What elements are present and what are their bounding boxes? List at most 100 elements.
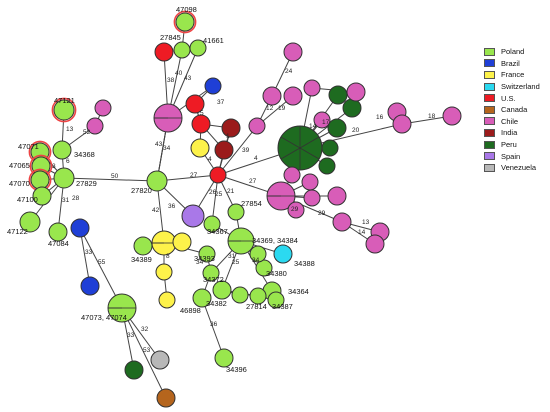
node-n34387[interactable] — [267, 291, 285, 309]
node-nPeru[interactable] — [277, 125, 323, 171]
node-nF1[interactable] — [190, 138, 210, 158]
node-nB1[interactable] — [204, 77, 222, 95]
node-nChR2[interactable] — [262, 86, 282, 106]
node-n34382[interactable] — [231, 286, 249, 304]
node-n27845[interactable] — [154, 42, 174, 62]
node-nSp[interactable] — [181, 204, 205, 228]
node-nChR1[interactable] — [283, 42, 303, 62]
node-n34388[interactable] — [273, 244, 293, 264]
node-nChM3[interactable] — [327, 186, 347, 206]
node-n27820[interactable] — [146, 170, 168, 192]
node-nUS1[interactable] — [209, 166, 227, 184]
node-n47122[interactable] — [19, 211, 41, 233]
edge-weight-label: 39 — [242, 147, 250, 154]
node-label: 47098 — [176, 5, 197, 14]
node-nPe2[interactable] — [342, 98, 362, 118]
edge-weight-label: 5 — [200, 110, 204, 117]
node-nP3[interactable] — [212, 280, 232, 300]
node-nChR5[interactable] — [303, 79, 321, 97]
node-nPer1[interactable] — [124, 360, 144, 380]
node-nChR6[interactable] — [313, 111, 331, 129]
edge-weight-label: 28 — [72, 195, 80, 202]
node-nPe5[interactable] — [318, 157, 336, 175]
node-nChM4[interactable] — [303, 189, 321, 207]
node-nChM6[interactable] — [332, 212, 352, 232]
node-nVen[interactable] — [150, 350, 170, 370]
node-n46898[interactable] — [192, 288, 212, 308]
legend-swatch — [484, 105, 495, 114]
node-nCh1[interactable] — [153, 103, 183, 133]
node-n34393[interactable] — [198, 245, 216, 263]
edge-weight-label: 8 — [166, 253, 170, 260]
edge-weight-label: 31 — [228, 253, 236, 260]
node-nCan[interactable] — [156, 388, 176, 408]
node-n4707x[interactable] — [107, 293, 137, 323]
edge-weight-label: 18 — [428, 113, 436, 120]
node-nF3[interactable] — [172, 232, 192, 252]
node-n34372[interactable] — [202, 264, 220, 282]
node-nChR7[interactable] — [346, 82, 366, 102]
node-nChB[interactable] — [86, 117, 104, 135]
node-n47084[interactable] — [48, 222, 68, 242]
node-n47121[interactable] — [51, 97, 77, 123]
node-n27814[interactable] — [249, 287, 267, 305]
edge-weight-label: 40 — [175, 70, 183, 77]
edge-nUS1-nChR4 — [217, 125, 258, 176]
node-nF4[interactable] — [155, 263, 173, 281]
node-n47098[interactable] — [173, 10, 197, 34]
legend-swatch — [484, 128, 495, 137]
node-nChA[interactable] — [94, 99, 112, 117]
edge-weight-label: 34 — [196, 259, 204, 266]
node-nChM1[interactable] — [283, 166, 301, 184]
node-nChR3[interactable] — [283, 86, 303, 106]
edge-weight-label: 29 — [318, 210, 326, 217]
node-nChM5[interactable] — [287, 201, 305, 219]
node-nI1[interactable] — [221, 118, 241, 138]
edge-weight-label: 36 — [168, 203, 176, 210]
node-nChM8[interactable] — [365, 234, 385, 254]
node-nChR9[interactable] — [392, 114, 412, 134]
node-nChM2[interactable] — [301, 173, 319, 191]
edge-weight-label: 29 — [291, 206, 299, 213]
node-label: 27814 — [246, 302, 267, 311]
node-n34396[interactable] — [214, 348, 234, 368]
node-nUS3[interactable] — [191, 114, 211, 134]
edge-weight-label: 33 — [85, 249, 93, 256]
edge-weight-label: 37 — [217, 99, 225, 106]
node-n34367[interactable] — [203, 215, 221, 233]
node-nP1[interactable] — [173, 41, 191, 59]
node-label: 47070 — [9, 179, 30, 188]
node-label: 34364 — [288, 287, 309, 296]
node-nPe1[interactable] — [328, 85, 348, 105]
node-n3436x[interactable] — [227, 227, 255, 255]
legend-item-brazil: Brazil — [484, 58, 548, 70]
node-nP2[interactable] — [249, 245, 267, 263]
node-nF2[interactable] — [151, 230, 177, 256]
node-n34368[interactable] — [52, 140, 72, 160]
node-n47100[interactable] — [32, 186, 52, 206]
node-n27829[interactable] — [53, 167, 75, 189]
edge-n46898-n34396 — [201, 297, 225, 359]
node-nB2[interactable] — [70, 218, 90, 238]
edge-weight-label: 52 — [83, 129, 91, 136]
node-nChM[interactable] — [266, 181, 296, 211]
node-n41661[interactable] — [189, 39, 207, 57]
edge-weight-label: 24 — [285, 68, 293, 75]
node-n27854[interactable] — [227, 203, 245, 221]
node-nChR4[interactable] — [248, 117, 266, 135]
edge-weight-label: 1 — [226, 133, 230, 140]
node-nChR10[interactable] — [442, 106, 462, 126]
node-nI2[interactable] — [214, 140, 234, 160]
node-nB3[interactable] — [80, 276, 100, 296]
node-label: 47071 — [18, 142, 39, 151]
node-nF5[interactable] — [158, 291, 176, 309]
node-nPe4[interactable] — [321, 139, 339, 157]
edge-weight-label: 3 — [52, 163, 56, 170]
node-n34389[interactable] — [133, 236, 153, 256]
node-nPe3[interactable] — [327, 118, 347, 138]
legend-item-us: U.S. — [484, 92, 548, 104]
node-label: 34380 — [266, 269, 287, 278]
node-nUS2[interactable] — [185, 94, 205, 114]
